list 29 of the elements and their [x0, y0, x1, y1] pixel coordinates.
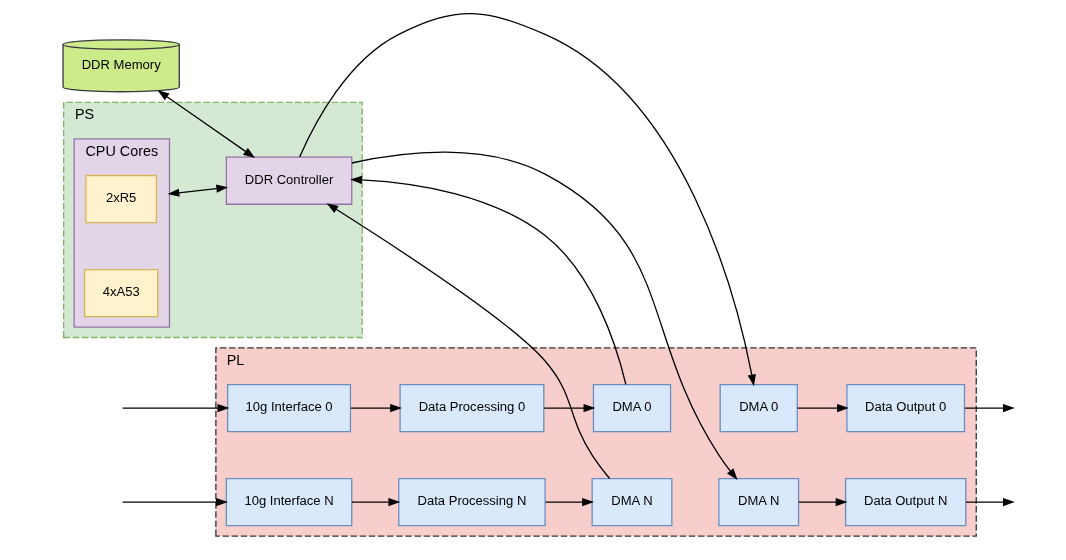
arrow	[157, 90, 255, 158]
node-box: DMA 0	[592, 383, 671, 433]
arrow	[121, 403, 229, 413]
node-box: DMA N	[591, 477, 672, 527]
arrow	[349, 403, 402, 413]
arrow	[797, 498, 847, 507]
arrow	[349, 175, 626, 386]
node-box: DDR Controller	[225, 156, 352, 205]
arrow	[350, 151, 738, 481]
node-box: DMA 0	[719, 383, 798, 433]
node-box: 2xR5	[84, 174, 157, 224]
arrow	[167, 184, 228, 197]
node-box: Data Processing 0	[398, 383, 544, 433]
node-box: Data Processing N	[397, 477, 546, 527]
node-box: 4xA53	[83, 268, 158, 318]
arrow	[543, 403, 595, 413]
arrow	[326, 203, 610, 480]
node-box: Data Output N	[844, 477, 966, 527]
arrow	[298, 13, 756, 387]
arrow	[963, 403, 1015, 413]
arrow	[350, 498, 400, 507]
arrow	[964, 498, 1015, 507]
node-box: Data Output 0	[845, 383, 965, 433]
node-box: 10g Interface 0	[226, 383, 351, 433]
arrow	[796, 403, 849, 413]
arrow	[544, 498, 594, 507]
arrow	[121, 498, 228, 507]
node-box: 10g Interface N	[225, 477, 352, 527]
node-box: DMA N	[717, 477, 799, 527]
